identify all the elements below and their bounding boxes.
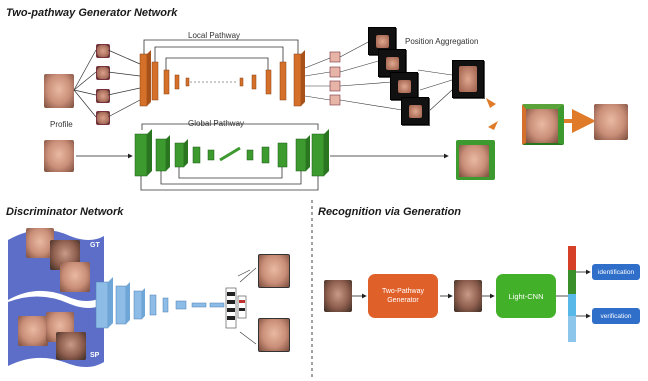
sp-face-1 [18,316,48,346]
profile-face-global [44,140,74,172]
sp-face-3 [56,332,86,360]
frontal-output-face [594,104,628,140]
discriminator-section-title: Discriminator Network [6,206,124,218]
generator-section-title: Two-pathway Generator Network [6,7,178,19]
global-output-cube [456,140,495,180]
sp-label: SP [90,352,100,359]
aggregation-tile-3 [390,72,418,100]
identification-output: identification [592,264,640,280]
local-patch-right-eye [96,66,110,80]
position-aggregation-label: Position Aggregation [405,37,479,46]
two-pathway-generator-box: Two-Pathway Generator [368,274,438,318]
local-patch-nose [96,89,110,103]
aggregated-tile [452,60,484,98]
profile-label: Profile [50,120,73,129]
aggregation-tile-4 [401,97,429,125]
global-pathway-label: Global Pathway [188,119,245,128]
gt-label: GT [90,242,100,249]
verification-output: verification [592,308,640,324]
fused-feature-cube [522,104,564,145]
recognition-frontal-face [454,280,482,312]
local-pathway-label: Local Pathway [188,31,241,40]
profile-face-local [44,74,74,108]
disc-output-face-real [258,254,290,288]
gt-face-3 [60,262,90,292]
recognition-input-face [324,280,352,312]
disc-output-face-fake [258,318,290,352]
gt-face-1 [26,228,54,258]
light-cnn-box: Light-CNN [496,274,556,318]
local-patch-mouth [96,111,110,125]
recognition-section-title: Recognition via Generation [318,206,462,218]
